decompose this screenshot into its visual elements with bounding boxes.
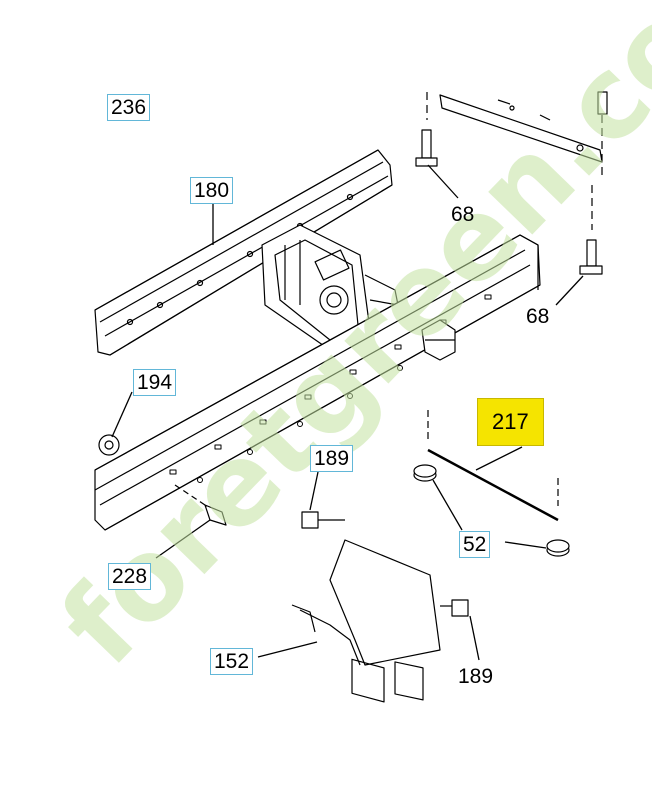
- rod-217: [427, 410, 559, 522]
- callout-194: 194: [133, 369, 177, 396]
- bolt-189-upper: [301, 511, 345, 529]
- callout-228: 228: [108, 563, 152, 590]
- callout-152: 152: [210, 648, 254, 675]
- upper-right-plate: [439, 94, 603, 163]
- skid-plate-152: [291, 539, 441, 703]
- callout-68-lower: 68: [526, 305, 550, 328]
- callout-236: 236: [107, 94, 151, 121]
- callout-189-lower: 189: [458, 665, 494, 688]
- bushing-52-left: [413, 464, 437, 482]
- callout-68-upper: 68: [451, 203, 475, 226]
- callout-180: 180: [190, 177, 234, 204]
- callout-52: 52: [459, 531, 491, 558]
- main-frame-rail: [94, 234, 541, 531]
- bolt-68-lower: [579, 185, 603, 275]
- leader-lines: [111, 164, 584, 661]
- stud-upper-right: [597, 91, 608, 175]
- center-bracket: [261, 224, 399, 351]
- callout-217: 217: [477, 398, 544, 446]
- nut-194: [98, 434, 120, 456]
- pin-228: [174, 484, 227, 526]
- bolt-189-lower: [440, 599, 469, 617]
- bushing-52-right: [546, 539, 570, 557]
- bolt-68-upper: [415, 92, 438, 167]
- callout-189-upper: 189: [310, 445, 354, 472]
